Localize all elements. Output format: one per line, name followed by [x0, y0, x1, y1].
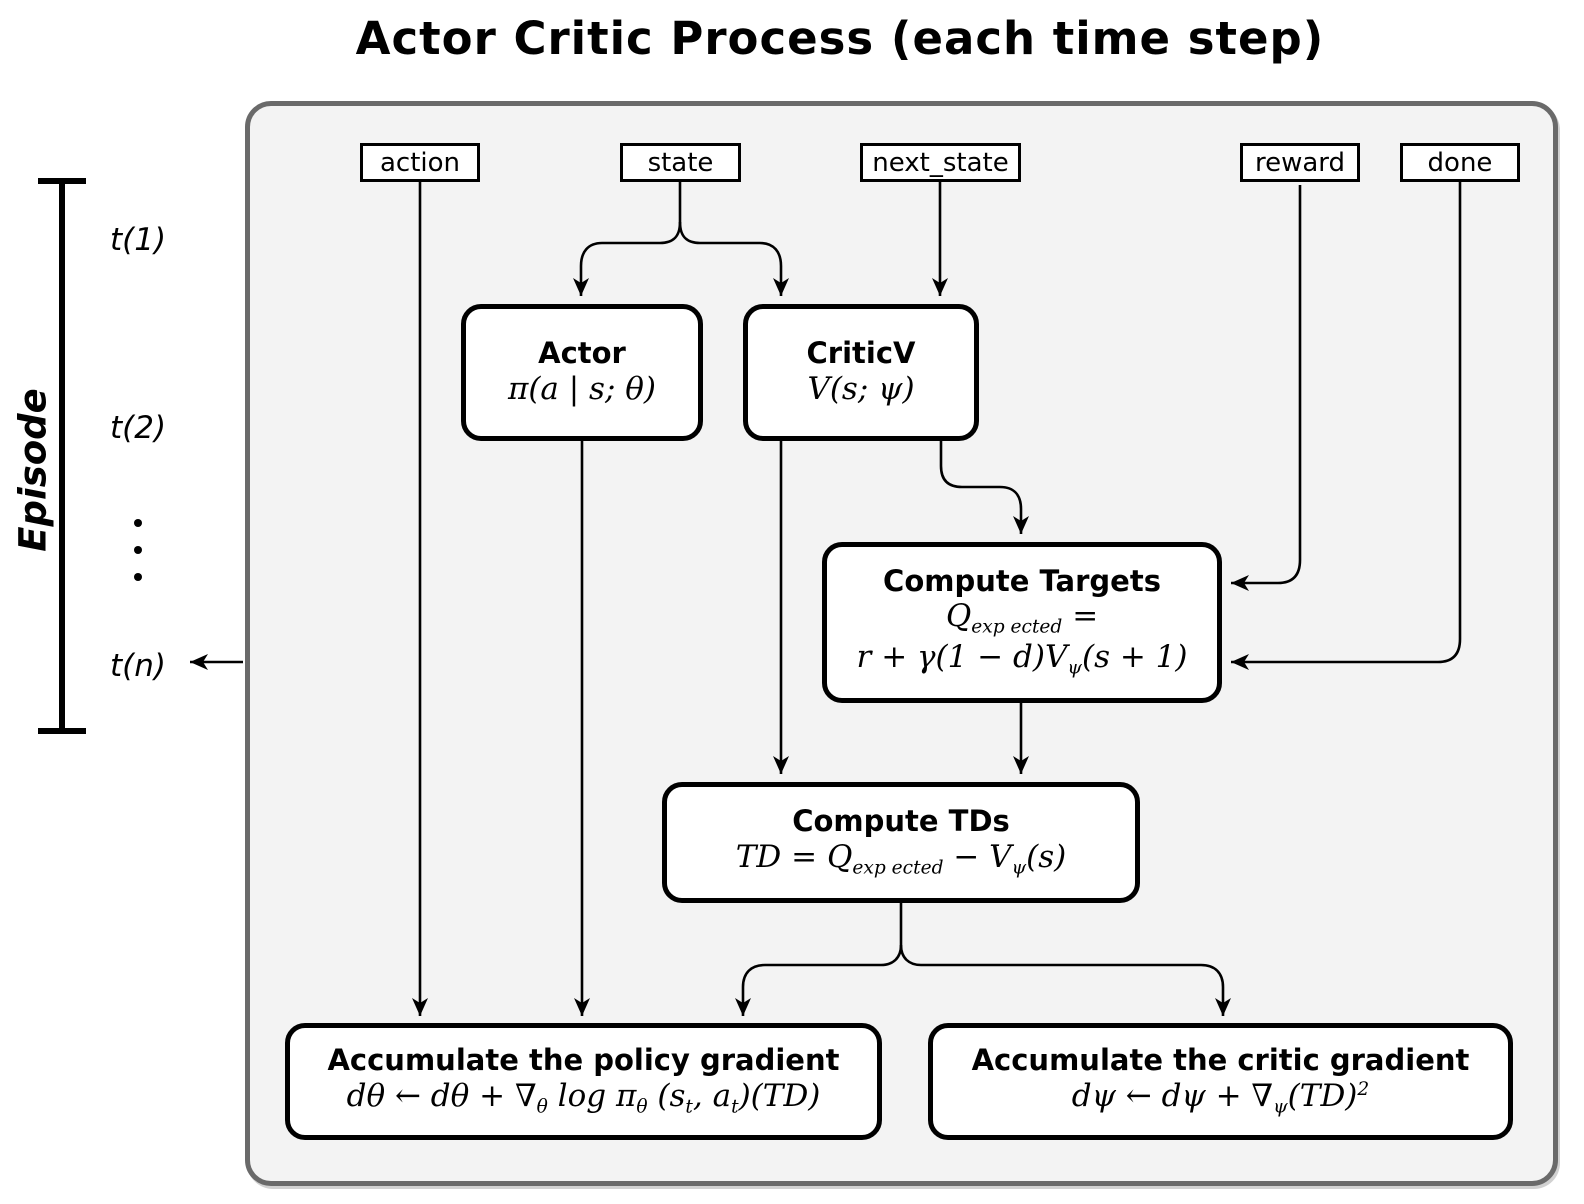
compute-targets-title: Compute Targets	[883, 564, 1161, 599]
compute-tds-title: Compute TDs	[792, 804, 1010, 839]
policy-gradient-formula: dθ ← dθ + ∇θ log πθ (st, at)(TD)	[346, 1077, 821, 1118]
critic-gradient-box: Accumulate the critic gradient dψ ← dψ +…	[928, 1023, 1513, 1140]
compute-targets-box: Compute Targets Qexp ected = r + γ(1 − d…	[822, 542, 1222, 703]
input-box-reward: reward	[1240, 143, 1360, 182]
tick-t2: t(2)	[110, 410, 167, 446]
episode-ellipsis-dot	[134, 573, 142, 581]
episode-bracket-top-cap	[38, 178, 86, 184]
episode-ellipsis-dot	[134, 546, 142, 554]
actor-box: Actor π(a | s; θ)	[461, 304, 703, 441]
criticv-formula: V(s; ψ)	[807, 370, 915, 407]
input-label-state: state	[647, 147, 714, 178]
compute-tds-box: Compute TDs TD = Qexp ected − Vψ(s)	[662, 782, 1140, 903]
episode-ellipsis-dot	[134, 519, 142, 527]
compute-targets-formula-line2: r + γ(1 − d)Vψ(s + 1)	[856, 639, 1188, 679]
episode-bracket-line	[59, 180, 65, 732]
policy-gradient-box: Accumulate the policy gradient dθ ← dθ +…	[285, 1023, 882, 1140]
actor-title: Actor	[538, 336, 626, 371]
policy-gradient-title: Accumulate the policy gradient	[327, 1043, 840, 1078]
tick-tn: t(n)	[110, 648, 166, 684]
compute-tds-formula: TD = Qexp ected − Vψ(s)	[735, 838, 1067, 879]
input-box-state: state	[620, 143, 741, 182]
actor-formula: π(a | s; θ)	[507, 370, 657, 407]
input-box-done: done	[1400, 143, 1520, 182]
critic-gradient-formula: dψ ← dψ + ∇ψ(TD)2	[1071, 1077, 1370, 1118]
diagram-title: Actor Critic Process (each time step)	[355, 12, 1325, 65]
compute-targets-formula-line1: Qexp ected =	[945, 598, 1099, 638]
input-box-next-state: next_state	[860, 143, 1021, 182]
input-label-reward: reward	[1254, 147, 1346, 178]
input-label-done: done	[1427, 147, 1493, 178]
critic-gradient-title: Accumulate the critic gradient	[971, 1043, 1470, 1078]
input-label-action: action	[379, 147, 461, 178]
criticv-title: CriticV	[806, 336, 916, 371]
episode-bracket-bottom-cap	[38, 728, 86, 734]
tick-t1: t(1)	[110, 222, 167, 258]
input-label-next-state: next_state	[872, 147, 1009, 178]
criticv-box: CriticV V(s; ψ)	[743, 304, 979, 441]
input-box-action: action	[360, 143, 480, 182]
episode-label: Episode	[11, 388, 55, 552]
